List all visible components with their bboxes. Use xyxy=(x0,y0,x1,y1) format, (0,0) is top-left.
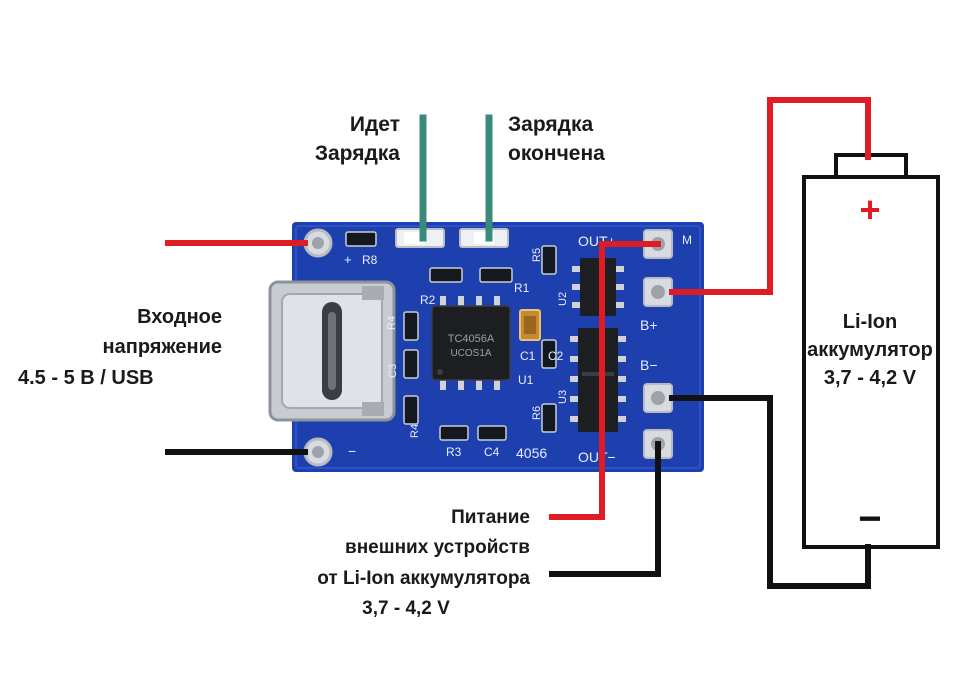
silk-c4: C4 xyxy=(484,445,500,459)
r1-resistor xyxy=(479,267,513,283)
charging-label-line2: Зарядка xyxy=(315,142,400,165)
silk-model: 4056 xyxy=(516,445,547,461)
silk-u1: U1 xyxy=(518,373,534,387)
output-label-line1: Питание xyxy=(451,507,530,528)
done-label-line1: Зарядка xyxy=(508,113,593,136)
silk-b-plus: B+ xyxy=(640,317,658,333)
silk-u2: U2 xyxy=(557,292,569,306)
r6-resistor xyxy=(541,403,557,433)
battery-body xyxy=(802,175,940,549)
output-negative-wire xyxy=(549,441,661,577)
r8-resistor xyxy=(345,231,377,247)
u2-ic xyxy=(572,258,624,316)
silk-out-minus: OUT− xyxy=(578,449,616,465)
c4-capacitor xyxy=(477,425,507,441)
r-small-1 xyxy=(403,311,419,341)
silk-r8: R8 xyxy=(362,253,378,267)
u3-ic xyxy=(570,328,626,432)
silk-r2: R2 xyxy=(420,293,436,307)
output-label-line4: 3,7 - 4,2 V xyxy=(362,598,450,619)
input-label-line3: 4.5 - 5 В / USB xyxy=(18,367,154,389)
charging-label-line1: Идет xyxy=(350,113,400,136)
silk-minus: − xyxy=(348,443,356,459)
silk-b-minus: B− xyxy=(640,357,658,373)
usb-c-connector xyxy=(268,280,396,422)
battery-label-line2: аккумулятор xyxy=(807,339,933,361)
r5-resistor xyxy=(541,245,557,275)
silk-plus: + xyxy=(344,252,352,267)
battery-plus-sign: + xyxy=(859,189,880,230)
r2-resistor xyxy=(429,267,463,283)
silk-r-left: R4 xyxy=(386,316,398,330)
output-label-line2: внешних устройств xyxy=(345,537,530,558)
chip-label-line1: TC4056A xyxy=(448,333,495,345)
charger-board: TC4056A UCOS1A + R8 R2 R1 R3 C4 C1 C2 xyxy=(268,222,704,472)
battery-label-line1: Li-Ion xyxy=(843,311,897,333)
output-label-line3: от Li-Ion аккумулятора xyxy=(317,568,530,589)
silk-c1: C1 xyxy=(520,349,536,363)
done-label-line2: окончена xyxy=(508,142,605,165)
c2-capacitor xyxy=(541,339,557,369)
silk-r6: R6 xyxy=(531,406,543,420)
battery-minus-sign: − xyxy=(858,497,881,541)
c3-capacitor xyxy=(403,349,419,379)
silk-m: M xyxy=(682,233,692,247)
input-label-line2: напряжение xyxy=(103,336,222,358)
silk-c2: C2 xyxy=(548,349,564,363)
input-label-line1: Входное xyxy=(137,306,222,328)
r4-resistor xyxy=(403,395,419,425)
tc4056a-ic: TC4056A UCOS1A xyxy=(431,296,511,390)
battery-label-line3: 3,7 - 4,2 V xyxy=(824,367,917,389)
silk-r1: R1 xyxy=(514,281,530,295)
silk-r3: R3 xyxy=(446,445,462,459)
battery-positive-wire xyxy=(669,97,871,295)
silk-r5: R5 xyxy=(531,248,543,262)
silk-c3: C3 xyxy=(387,364,399,378)
r3-resistor xyxy=(439,425,469,441)
silk-r4: R4 xyxy=(409,424,421,438)
chip-label-line2: UCOS1A xyxy=(450,348,491,359)
battery-negative-wire xyxy=(669,395,871,589)
silk-u3: U3 xyxy=(557,390,569,404)
output-positive-wire xyxy=(549,241,661,520)
battery: + − xyxy=(802,153,940,549)
